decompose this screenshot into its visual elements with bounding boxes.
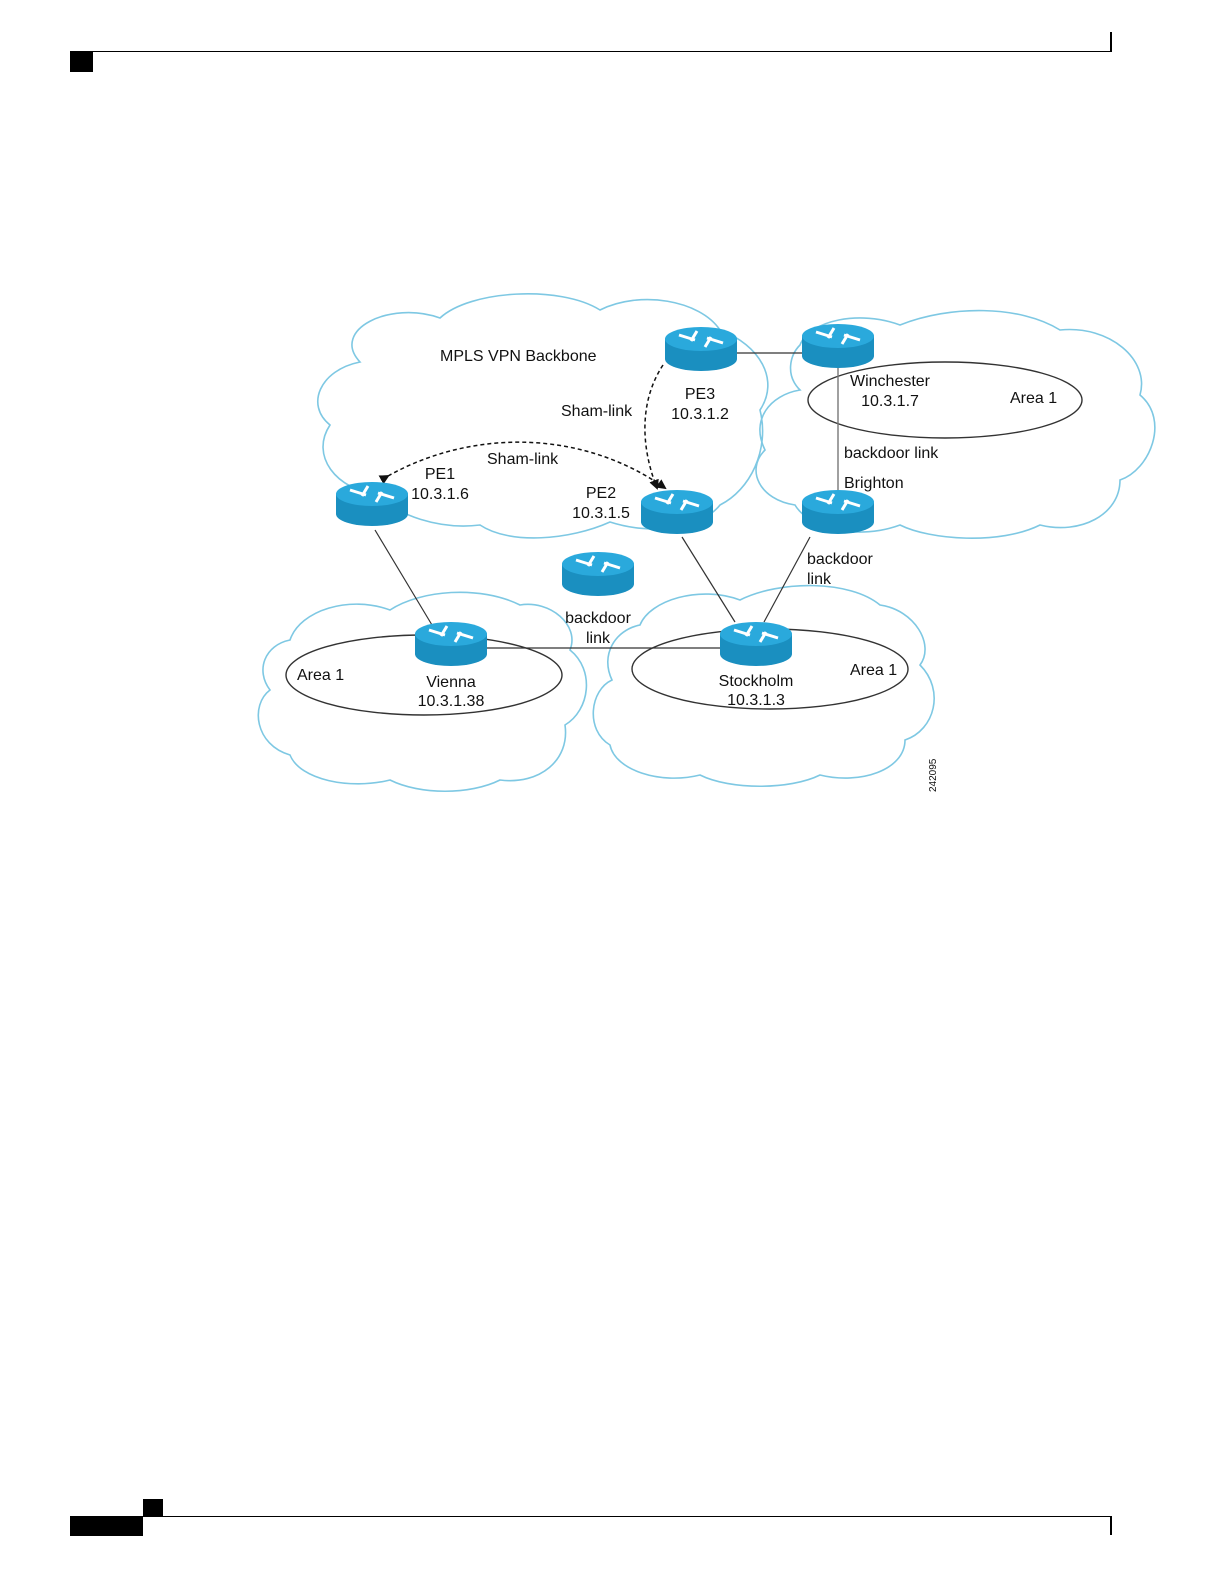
pe2-ip: 10.3.1.5 xyxy=(572,505,630,522)
backdoor-brighton-label-2: link xyxy=(807,571,832,588)
router-pe3-icon xyxy=(665,327,737,371)
stockholm-ip: 10.3.1.3 xyxy=(727,692,785,709)
pe2-name: PE2 xyxy=(586,485,616,502)
router-pe1-icon xyxy=(336,482,408,526)
footer-tick xyxy=(1110,1517,1112,1535)
brighton-name: Brighton xyxy=(844,475,904,492)
backdoor-vienna-label-1: backdoor xyxy=(565,610,631,627)
backdoor-brighton-label-1: backdoor xyxy=(807,551,873,568)
vienna-ip: 10.3.1.38 xyxy=(418,693,485,710)
backbone-label: MPLS VPN Backbone xyxy=(440,348,597,365)
link-pe1-vienna xyxy=(375,530,432,625)
link-pe2-stockholm xyxy=(682,537,735,622)
router-backdoor-icon xyxy=(562,552,634,596)
sham-link-pe1-label: Sham-link xyxy=(487,451,559,468)
router-vienna-icon xyxy=(415,622,487,666)
pe1-ip: 10.3.1.6 xyxy=(411,486,469,503)
backdoor-winchester-label: backdoor link xyxy=(844,445,939,462)
pe3-ip: 10.3.1.2 xyxy=(671,406,729,423)
pe1-name: PE1 xyxy=(425,466,455,483)
link-brighton-stockholm xyxy=(764,537,810,622)
winchester-area-label: Area 1 xyxy=(1010,390,1057,407)
router-winchester-icon xyxy=(802,324,874,368)
footer-rule xyxy=(70,1516,1112,1517)
backdoor-vienna-label-2: link xyxy=(586,630,611,647)
figure-id: 242095 xyxy=(928,758,939,792)
sham-link-pe3-pe2 xyxy=(645,365,663,488)
router-stockholm-icon xyxy=(720,622,792,666)
vienna-area-label: Area 1 xyxy=(297,667,344,684)
router-brighton-icon xyxy=(802,490,874,534)
winchester-ip: 10.3.1.7 xyxy=(861,393,919,410)
stockholm-name: Stockholm xyxy=(719,673,794,690)
vienna-cloud xyxy=(258,592,586,791)
footer-page-marker xyxy=(70,1517,143,1536)
winchester-name: Winchester xyxy=(850,373,931,390)
vienna-name: Vienna xyxy=(426,674,476,691)
sham-link-pe3-label: Sham-link xyxy=(561,403,633,420)
router-pe2-icon xyxy=(641,490,713,534)
stockholm-area-label: Area 1 xyxy=(850,662,897,679)
footer-tab xyxy=(143,1499,163,1516)
pe3-name: PE3 xyxy=(685,386,715,403)
